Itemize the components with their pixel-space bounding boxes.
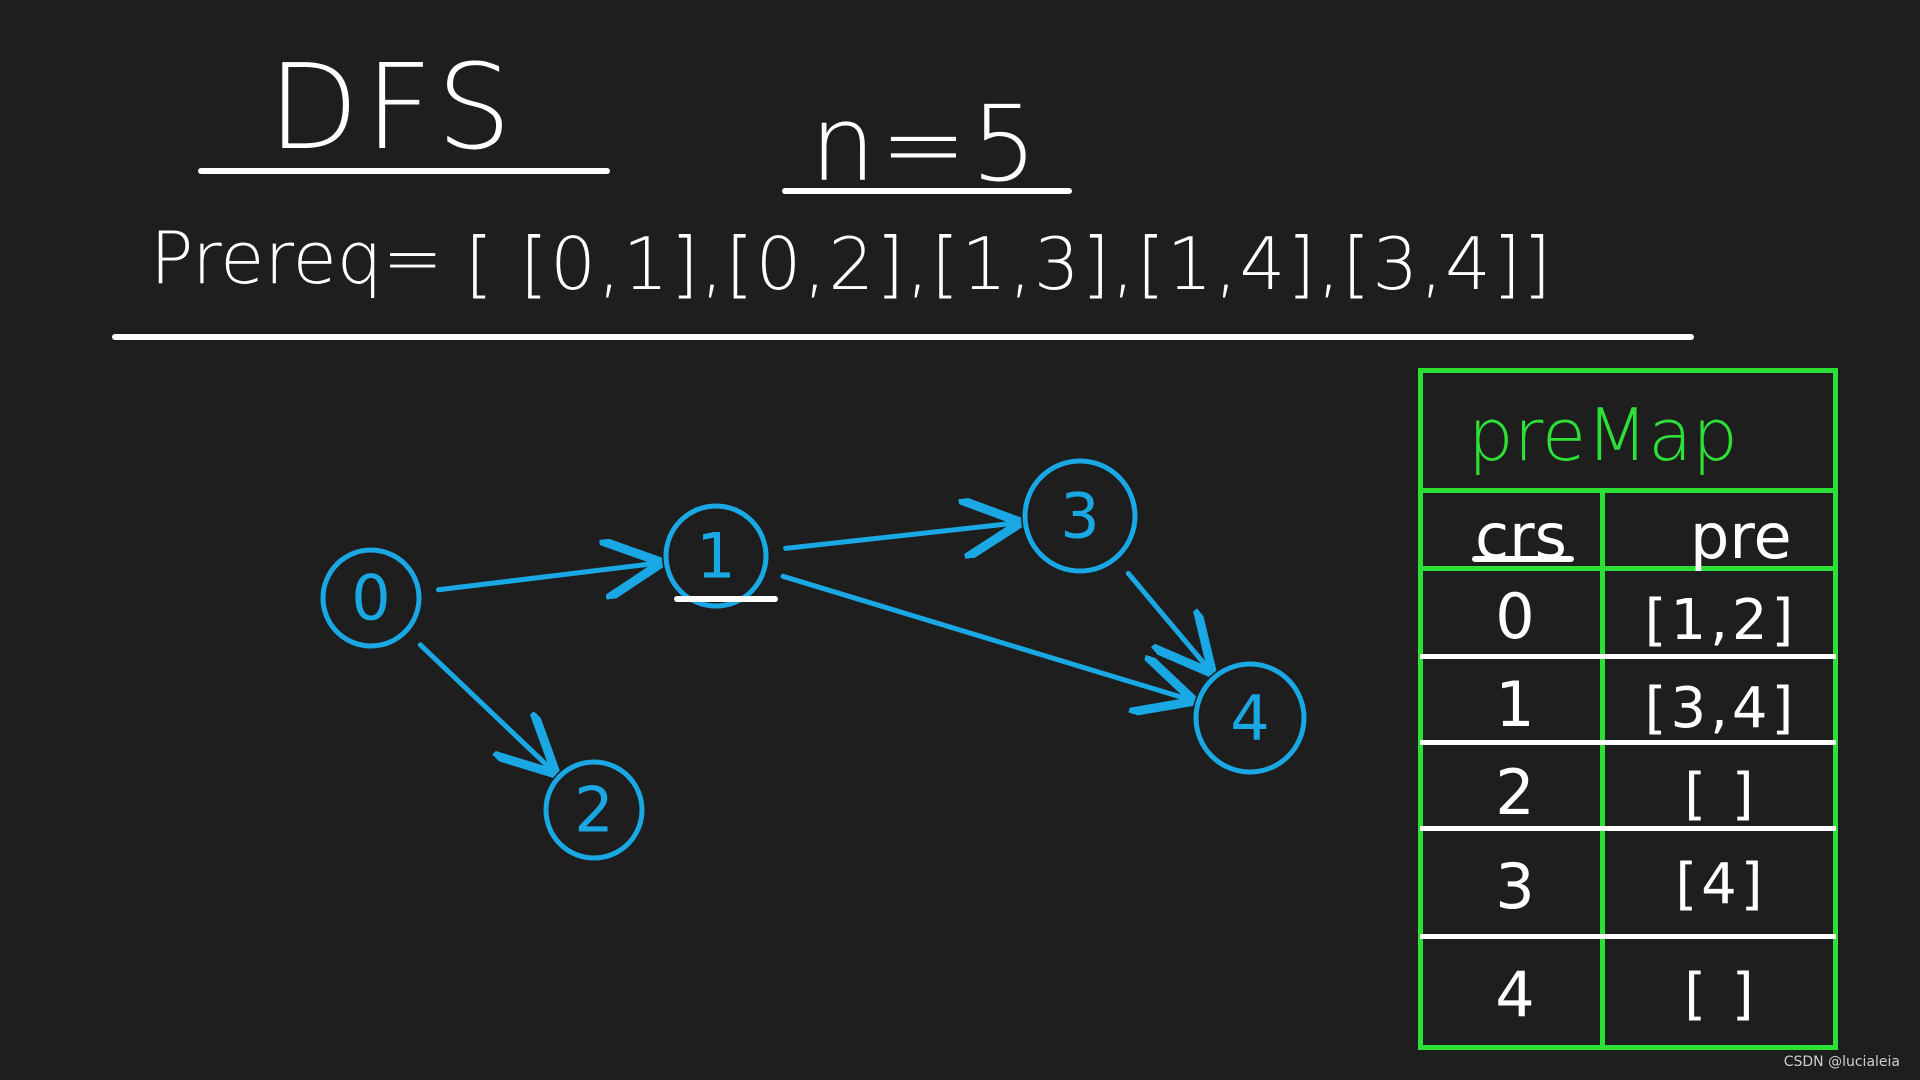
- title-underline: [198, 168, 610, 174]
- node-0-circle: [320, 547, 422, 649]
- title-dfs: DFS: [268, 38, 518, 176]
- edge-1-to-4: [780, 573, 1185, 698]
- crs-underline: [1472, 556, 1574, 562]
- row-separator: [1420, 826, 1836, 831]
- edge-0-to-2: [417, 642, 549, 767]
- row-crs: 1: [1495, 668, 1535, 741]
- col-header-pre: pre: [1690, 500, 1792, 573]
- row-pre: [3,4]: [1644, 676, 1798, 741]
- node-4-label: 4: [1230, 682, 1269, 755]
- row-crs: 4: [1495, 958, 1535, 1031]
- row-separator: [1420, 654, 1836, 659]
- premap-column-divider: [1600, 490, 1605, 1050]
- prereq-value: [ [0,1],[0,2],[1,3],[1,4],[3,4]]: [465, 222, 1554, 306]
- watermark: CSDN @lucialeia: [1783, 1054, 1900, 1070]
- row-crs: 2: [1495, 756, 1535, 829]
- edge-3-to-4: [1125, 570, 1206, 666]
- premap-title: preMap: [1468, 393, 1738, 477]
- row-pre: [ ]: [1684, 762, 1758, 827]
- row-pre: [4]: [1675, 852, 1767, 917]
- node-1-circle: [663, 503, 769, 609]
- graph-nodes: 0 1 2 3 4: [320, 458, 1307, 861]
- node-1-underline: [674, 596, 778, 602]
- row-crs: 0: [1495, 580, 1535, 653]
- node-2-label: 2: [574, 774, 613, 847]
- premap-title-divider: [1418, 488, 1838, 493]
- col-header-crs: crs: [1475, 500, 1567, 573]
- n-label: n=5: [810, 83, 1042, 205]
- graph-edges: [417, 524, 1206, 768]
- row-pre: [ ]: [1684, 962, 1758, 1027]
- row-separator: [1420, 740, 1836, 745]
- node-2-circle: [543, 759, 645, 861]
- node-0-label: 0: [351, 562, 390, 635]
- node-1-label: 1: [696, 520, 735, 593]
- prereq-label: Prereq=: [150, 216, 443, 300]
- node-3-circle: [1022, 458, 1138, 574]
- node-4-circle: [1193, 661, 1307, 775]
- row-crs: 3: [1495, 850, 1535, 923]
- node-3-label: 3: [1060, 480, 1099, 553]
- edge-0-to-1: [436, 564, 653, 590]
- prereq-underline: [112, 334, 1694, 340]
- edge-1-to-3: [783, 524, 1012, 549]
- row-pre: [1,2]: [1644, 588, 1798, 653]
- row-separator: [1420, 934, 1836, 939]
- premap-header-divider: [1418, 566, 1838, 571]
- n-underline: [782, 188, 1072, 194]
- premap-table: [1418, 368, 1838, 1050]
